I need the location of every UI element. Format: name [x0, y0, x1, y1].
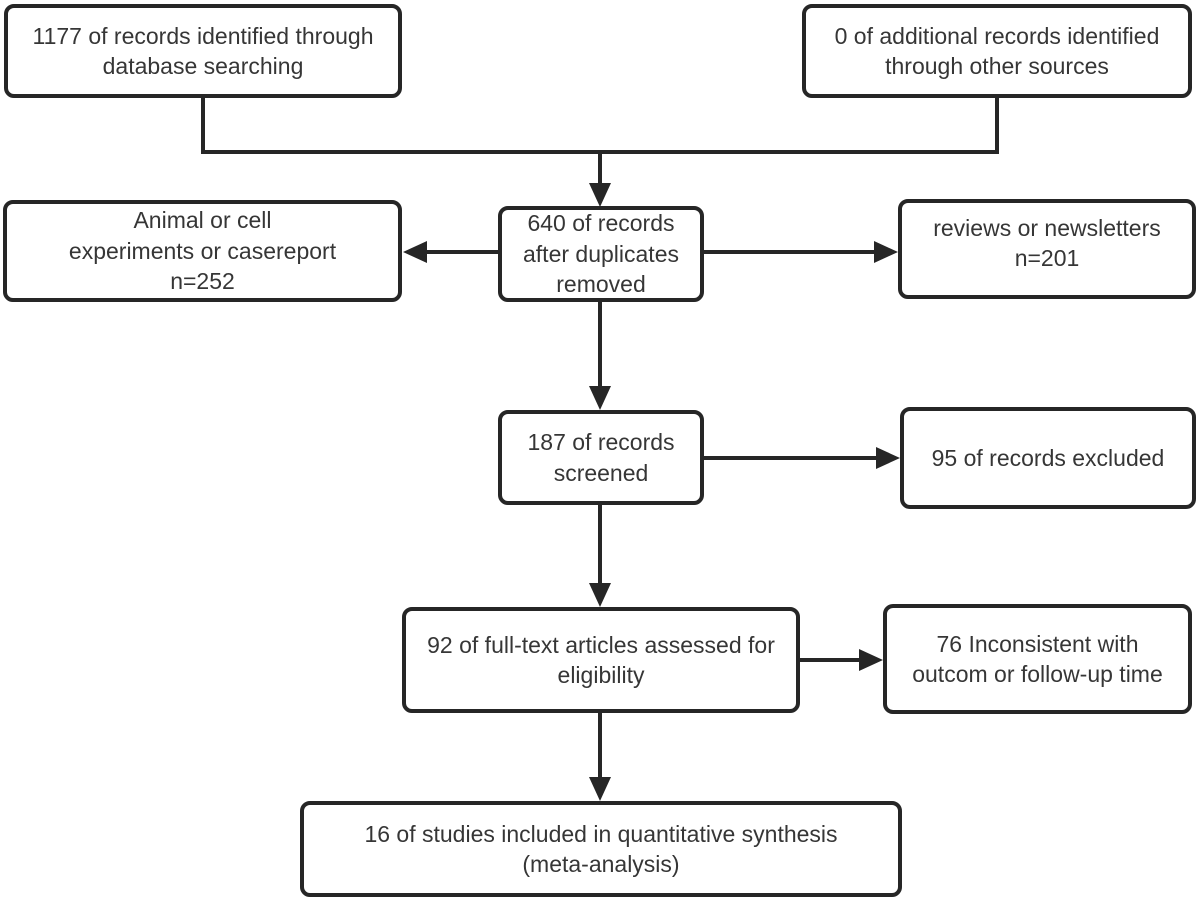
flow-box-inconsistent-label: 76 Inconsistent with outcom or follow-up… — [912, 630, 1163, 687]
connector-fulltext-to-inconsistent — [800, 649, 883, 671]
arrowhead-down-screened — [589, 386, 611, 410]
flow-box-screened-label: 187 of records screened — [527, 429, 675, 486]
connector-merge-top — [201, 96, 999, 207]
flow-box-animal-label: Animal or cell experiments or casereport… — [68, 207, 337, 295]
flow-box-reviews-excluded: reviews or newsletters n=201 — [898, 199, 1196, 299]
flow-box-animal-excluded: Animal or cell experiments or casereport… — [3, 200, 402, 302]
flow-box-duplicates-removed: 640 of records after duplicates removed — [498, 206, 704, 302]
flow-box-identified: 1177 of records identified through datab… — [4, 4, 402, 98]
arrowhead-left-animal — [403, 241, 427, 263]
flow-box-duplicates-label: 640 of records after duplicates removed — [523, 210, 679, 298]
connector-screened-to-excluded — [703, 447, 900, 469]
connector-duplicates-to-screened — [589, 300, 611, 410]
flow-box-additional: 0 of additional records identified throu… — [802, 4, 1192, 98]
flow-box-included-label: 16 of studies included in quantitative s… — [364, 820, 838, 877]
flow-box-included: 16 of studies included in quantitative s… — [300, 801, 902, 897]
arrowhead-down-duplicates — [589, 183, 611, 207]
flow-box-records-excluded: 95 of records excluded — [900, 407, 1196, 509]
flow-box-additional-label: 0 of additional records identified throu… — [834, 22, 1160, 79]
flow-box-fulltext-assessed: 92 of full-text articles assessed for el… — [402, 607, 800, 713]
arrowhead-right-inconsistent — [859, 649, 883, 671]
connector-duplicates-to-reviews — [703, 241, 898, 263]
arrowhead-right-excluded — [876, 447, 900, 469]
flow-box-reviews-label: reviews or newsletters n=201 — [933, 215, 1161, 272]
arrowhead-right-reviews — [874, 241, 898, 263]
arrowhead-down-fulltext — [589, 583, 611, 607]
flow-box-fulltext-label: 92 of full-text articles assessed for el… — [427, 631, 775, 688]
connector-fulltext-to-included — [589, 711, 611, 801]
connector-screened-to-fulltext — [589, 503, 611, 607]
flow-box-identified-label: 1177 of records identified through datab… — [32, 22, 374, 79]
flow-box-excluded-label: 95 of records excluded — [931, 444, 1165, 471]
flow-box-screened: 187 of records screened — [498, 410, 704, 505]
connector-duplicates-to-animal — [403, 241, 498, 263]
arrowhead-down-included — [589, 777, 611, 801]
flow-box-inconsistent-excluded: 76 Inconsistent with outcom or follow-up… — [883, 604, 1192, 714]
